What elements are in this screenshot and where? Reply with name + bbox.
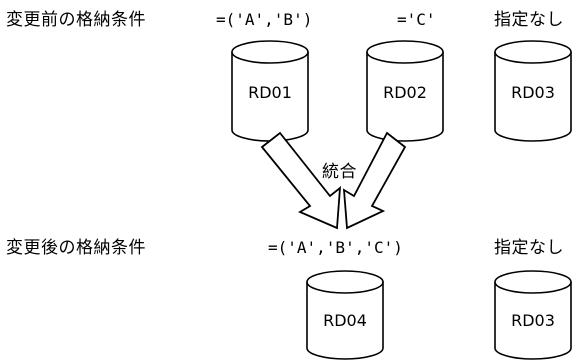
rd03-label: RD03 (511, 83, 555, 102)
rd01-condition: =('A','B') (216, 10, 313, 29)
database-cylinder-rd03: RD03 (494, 40, 572, 142)
merge-arrow-left (260, 131, 342, 230)
rd01-label: RD01 (248, 83, 292, 102)
rd03-after-label: RD03 (511, 311, 555, 330)
database-cylinder-rd01: RD01 (231, 40, 309, 142)
rd03-after-condition: 指定なし (494, 238, 564, 258)
merge-label: 統合 (322, 162, 357, 182)
database-cylinder-rd04: RD04 (306, 270, 384, 360)
after-condition-label: 変更後の格納条件 (6, 238, 146, 258)
rd04-label: RD04 (323, 311, 367, 330)
rd04-condition: =('A','B','C') (268, 238, 403, 257)
before-condition-label: 変更前の格納条件 (6, 10, 146, 30)
merge-arrow-right (342, 131, 407, 230)
rd03-condition: 指定なし (494, 10, 564, 30)
rd02-label: RD02 (383, 83, 427, 102)
database-cylinder-rd02: RD02 (366, 40, 444, 142)
database-cylinder-rd03-after: RD03 (494, 270, 572, 360)
rd02-condition: ='C' (397, 10, 436, 29)
